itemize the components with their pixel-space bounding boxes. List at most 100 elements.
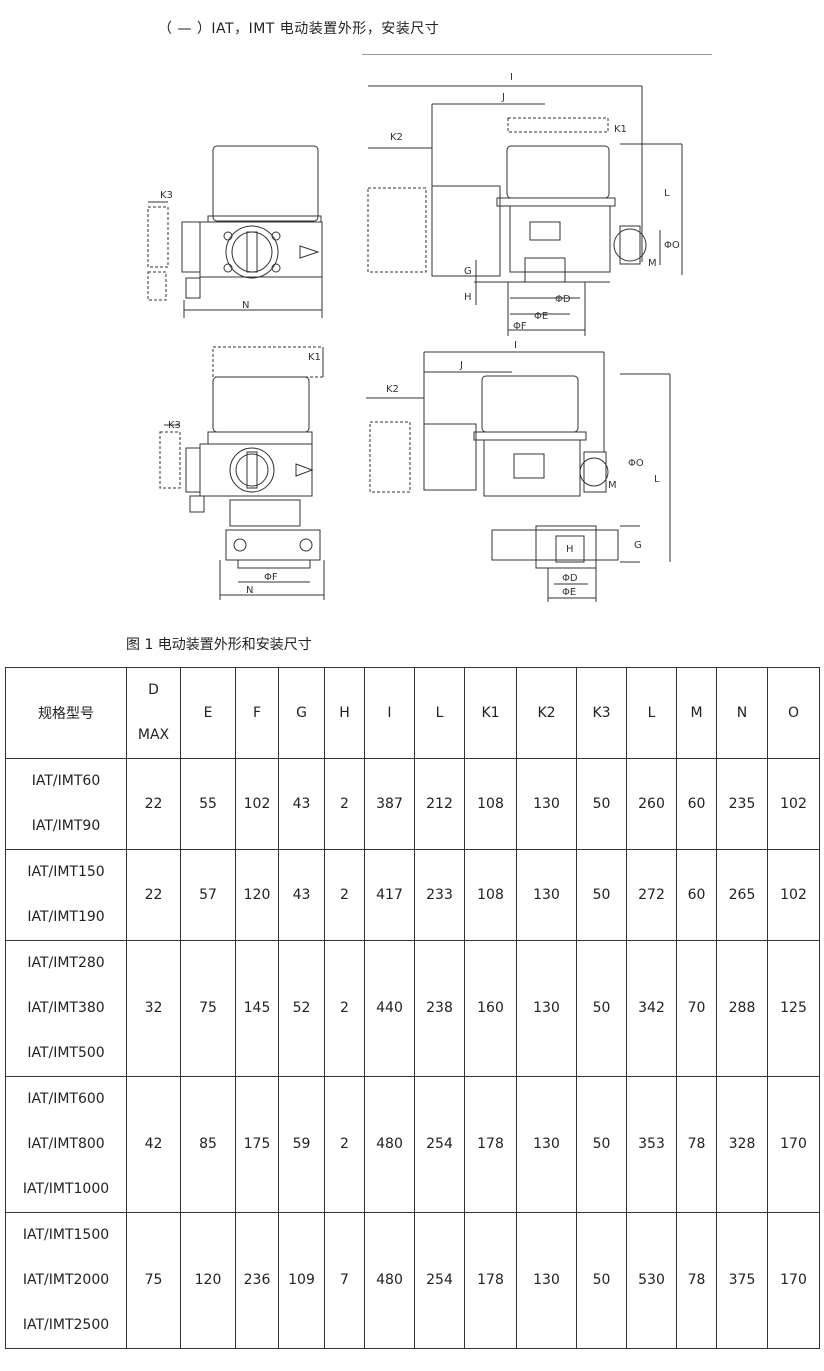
header-col: F [235, 667, 279, 759]
value-cell: 52 [278, 940, 325, 1077]
side-view-top [367, 85, 683, 336]
value-cell: 170 [767, 1212, 820, 1349]
value-cell: 50 [576, 758, 627, 850]
value-cell: 32 [126, 940, 181, 1077]
dim-phio-bottom-right: ΦO [628, 458, 644, 469]
side-view-bottom [366, 351, 671, 602]
value-cell: 212 [414, 758, 465, 850]
header-col: O [767, 667, 820, 759]
header-col: M [676, 667, 717, 759]
table-header-row: 规格型号 D MAX E F G H I L K1 K2 K3 L M N O [5, 667, 820, 759]
header-col: L [626, 667, 677, 759]
value-cell: 375 [716, 1212, 768, 1349]
value-cell: 2 [324, 1076, 365, 1213]
section-heading: （ — ）IAT，IMT 电动装置外形，安装尺寸 [158, 21, 440, 37]
dim-j-bottom-right: J [459, 360, 463, 371]
dim-k1-top-right: K1 [614, 124, 627, 135]
value-cell: 178 [464, 1076, 517, 1213]
header-col: G [278, 667, 325, 759]
value-cell: 55 [180, 758, 236, 850]
value-cell: 130 [516, 1076, 577, 1213]
value-cell: 328 [716, 1076, 768, 1213]
dim-m-bottom-right: M [608, 480, 617, 491]
model-name: IAT/IMT500 [27, 1045, 105, 1061]
model-name: IAT/IMT280 [27, 955, 105, 971]
header-col: N [716, 667, 768, 759]
value-cell: 2 [324, 940, 365, 1077]
model-name: IAT/IMT60 [31, 773, 101, 789]
value-cell: 175 [235, 1076, 279, 1213]
dim-phif-bottom-left: ΦF [264, 572, 278, 583]
dim-phid-bottom-right: ΦD [562, 573, 578, 584]
value-cell: 480 [364, 1076, 415, 1213]
dim-n-top-left: N [242, 300, 249, 311]
value-cell: 22 [126, 849, 181, 941]
value-cell: 272 [626, 849, 677, 941]
figure-caption: 图 1 电动装置外形和安装尺寸 [126, 637, 312, 653]
value-cell: 50 [576, 849, 627, 941]
header-col: K3 [576, 667, 627, 759]
model-name: IAT/IMT150 [27, 864, 105, 880]
header-d-bottom: MAX [137, 727, 170, 743]
value-cell: 2 [324, 758, 365, 850]
value-cell: 170 [767, 1076, 820, 1213]
header-col: K2 [516, 667, 577, 759]
value-cell: 233 [414, 849, 465, 941]
value-cell: 288 [716, 940, 768, 1077]
dim-h-bottom-right: H [566, 544, 574, 555]
value-cell: 75 [180, 940, 236, 1077]
value-cell: 43 [278, 849, 325, 941]
header-col: K1 [464, 667, 517, 759]
model-name: IAT/IMT1000 [22, 1181, 110, 1197]
header-col: E [180, 667, 236, 759]
value-cell: 342 [626, 940, 677, 1077]
value-cell: 125 [767, 940, 820, 1077]
value-cell: 75 [126, 1212, 181, 1349]
actuator-dimension-drawing: K3 N I J K1 K2 L ΦO M G H ΦD ΦE ΦF K1 K3… [147, 72, 683, 602]
value-cell: 145 [235, 940, 279, 1077]
front-view-bottom [159, 346, 325, 600]
dim-phio-top-right: ΦO [664, 240, 680, 251]
dim-k3-bottom-left: K3 [168, 420, 181, 431]
value-cell: 440 [364, 940, 415, 1077]
value-cell: 530 [626, 1212, 677, 1349]
model-name: IAT/IMT1500 [22, 1227, 110, 1243]
model-name: IAT/IMT380 [27, 1000, 105, 1016]
value-cell: 265 [716, 849, 768, 941]
dim-m-top-right: M [648, 258, 657, 269]
model-name: IAT/IMT90 [31, 818, 101, 834]
dim-l-bottom-right: L [654, 474, 660, 485]
value-cell: 50 [576, 1212, 627, 1349]
value-cell: 60 [676, 758, 717, 850]
value-cell: 59 [278, 1076, 325, 1213]
dim-k3-top-left: K3 [160, 190, 173, 201]
value-cell: 417 [364, 849, 415, 941]
front-view-top [147, 145, 323, 318]
value-cell: 120 [235, 849, 279, 941]
value-cell: 353 [626, 1076, 677, 1213]
value-cell: 102 [767, 758, 820, 850]
value-cell: 50 [576, 1076, 627, 1213]
dim-phif-top-right: ΦF [513, 321, 527, 332]
value-cell: 130 [516, 1212, 577, 1349]
value-cell: 78 [676, 1212, 717, 1349]
dim-i-bottom-right: I [514, 340, 517, 351]
value-cell: 120 [180, 1212, 236, 1349]
dim-n-bottom-left: N [246, 585, 253, 596]
value-cell: 235 [716, 758, 768, 850]
value-cell: 60 [676, 849, 717, 941]
dim-k2-top-right: K2 [390, 132, 403, 143]
dim-j-top-right: J [501, 92, 505, 103]
value-cell: 7 [324, 1212, 365, 1349]
value-cell: 102 [235, 758, 279, 850]
value-cell: 78 [676, 1076, 717, 1213]
